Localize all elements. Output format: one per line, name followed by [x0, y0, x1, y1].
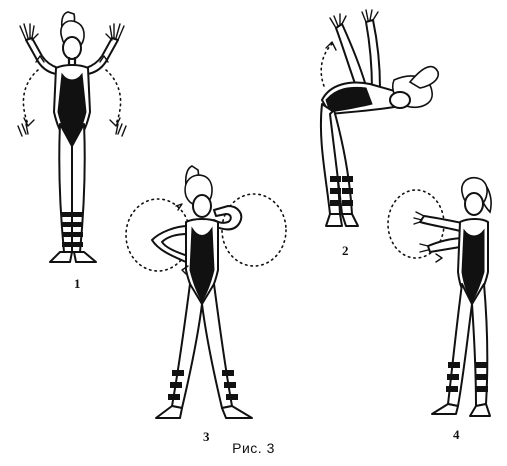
figure-1-drawing: [18, 12, 126, 262]
figure-number-1: 1: [74, 277, 81, 290]
figure-caption: Рис. 3: [0, 440, 507, 456]
figure-2-drawing: [321, 10, 438, 226]
figure-3-drawing: [126, 166, 286, 418]
figure-number-2: 2: [342, 244, 349, 257]
figure-4-drawing: [388, 178, 491, 416]
